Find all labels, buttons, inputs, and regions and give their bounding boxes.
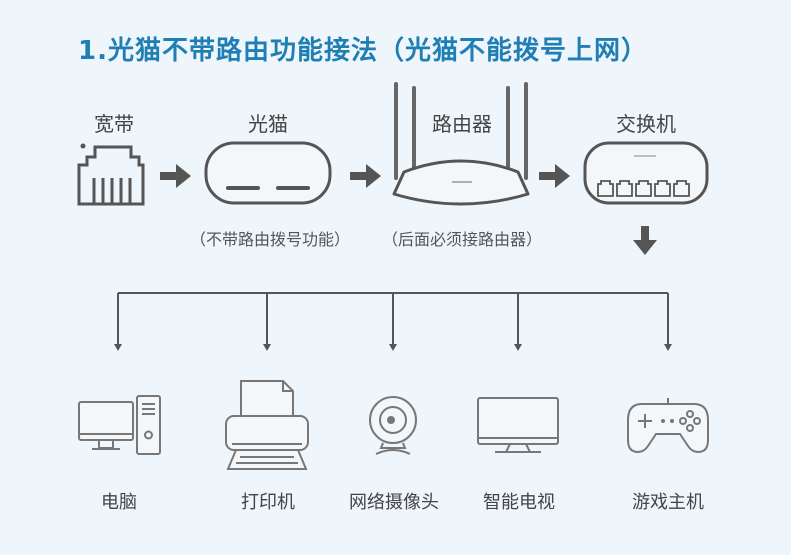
page-title: 1.光猫不带路由功能接法（光猫不能拨号上网） [78,36,648,66]
switch-label: 交换机 [616,112,676,136]
router-label: 路由器 [432,112,492,136]
ethernet-port-icon [77,143,145,206]
device-label-computer: 电脑 [101,492,137,513]
device-label-webcam: 网络摄像头 [349,492,439,513]
modem-note: （不带路由拨号功能） [189,230,351,249]
arrow-right-icon [539,164,570,188]
broadband-label: 宽带 [94,112,134,136]
device-label-game-console: 游戏主机 [632,492,704,513]
game-controller-icon [627,398,709,454]
router-icon [392,82,530,206]
modem-label: 光猫 [248,112,288,136]
printer-icon [225,380,309,470]
distribution-lines [117,292,669,345]
device-label-smart-tv: 智能电视 [483,492,555,513]
smart-tv-icon [477,397,559,453]
switch-icon [583,141,709,205]
optical-modem-icon [204,141,332,205]
device-label-printer: 打印机 [241,492,295,513]
arrow-right-icon [160,164,191,188]
small-down-arrows [114,344,672,351]
computer-icon [78,395,161,455]
arrow-right-icon [350,164,381,188]
router-note: （后面必须接路由器） [381,230,543,249]
arrow-down-icon [633,226,657,255]
webcam-icon [369,396,417,455]
